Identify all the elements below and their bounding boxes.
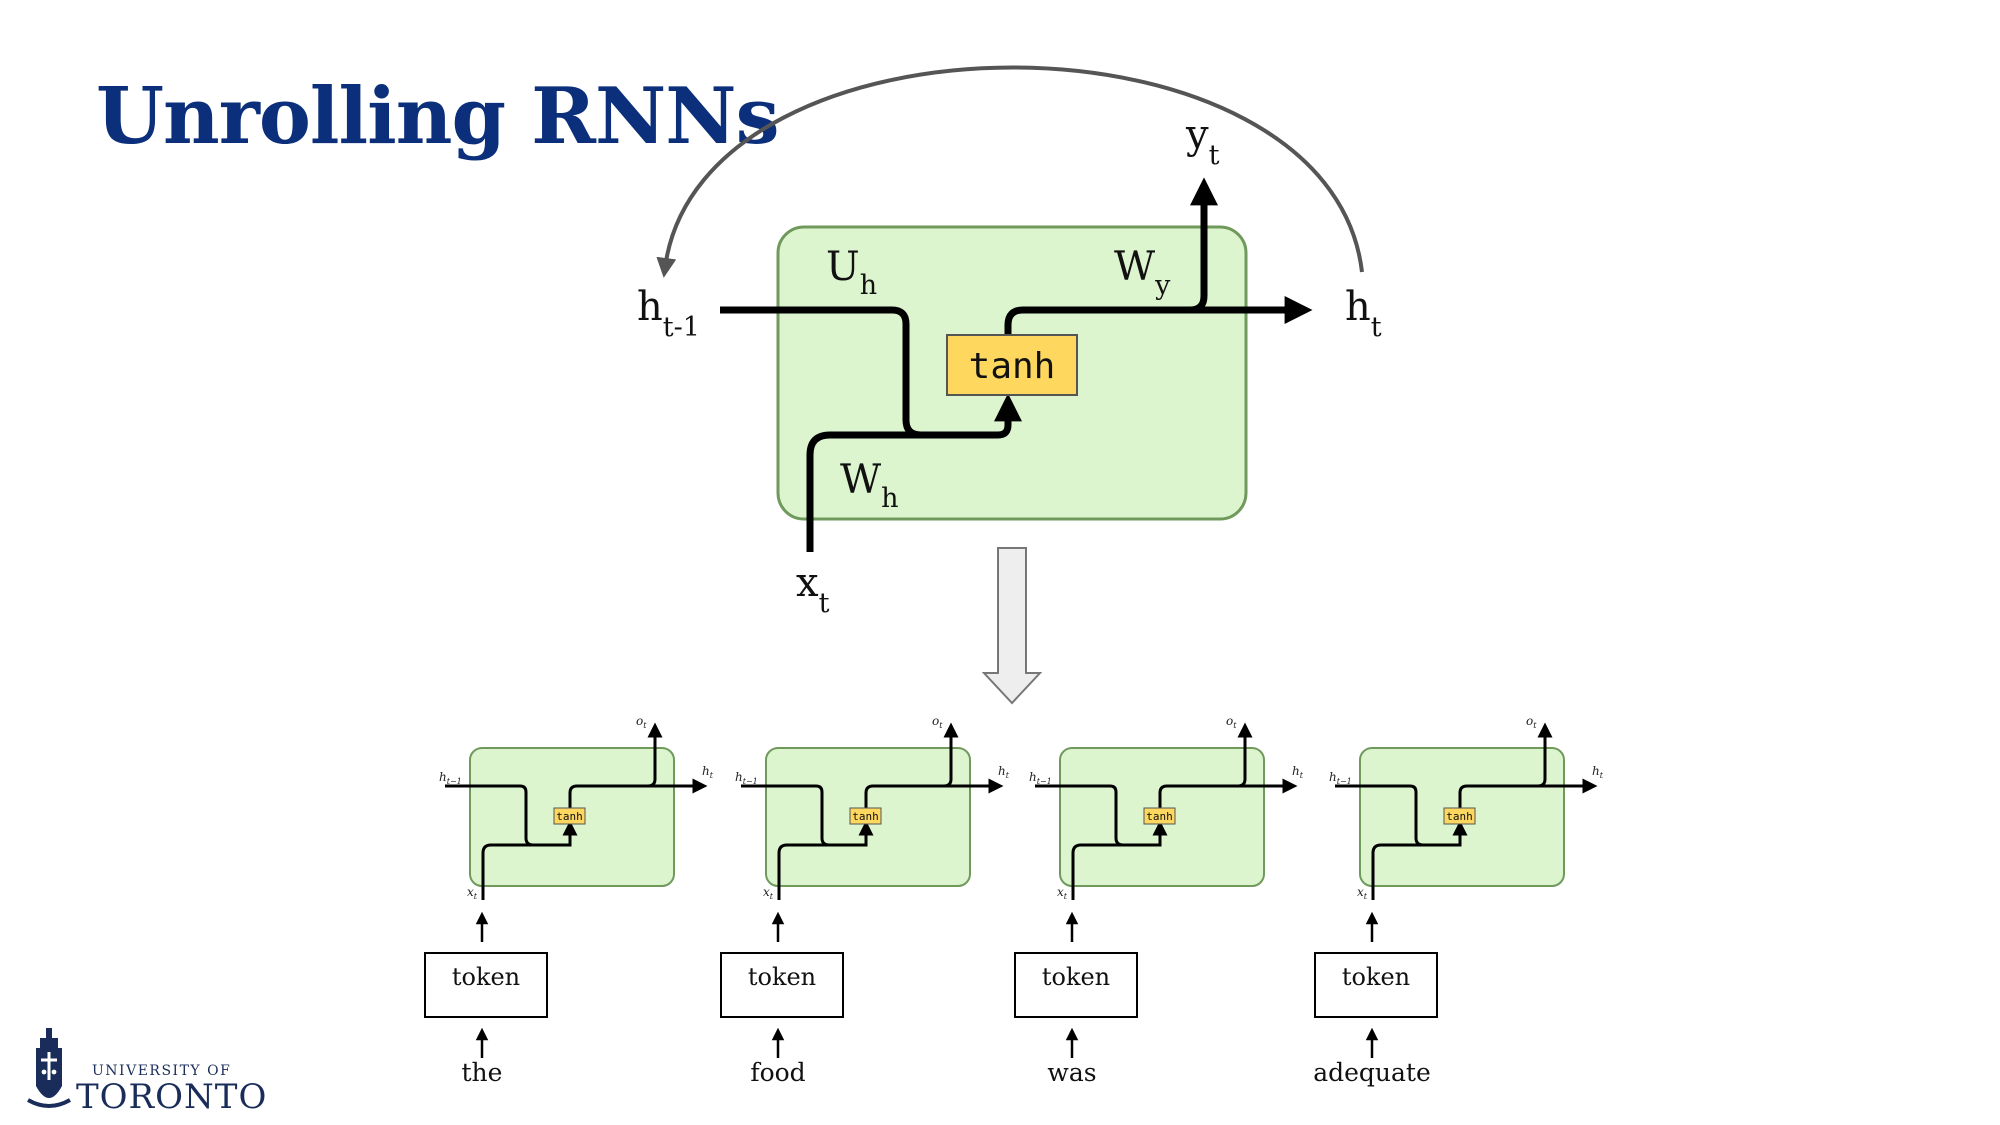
word-label: the — [462, 1058, 503, 1087]
token-label: token — [1342, 963, 1410, 991]
step-o-label: ot — [1226, 714, 1237, 730]
step-hidden-out-path — [1458, 778, 1598, 808]
step-h-next-label: ht — [1592, 764, 1604, 780]
step-h-next-label: ht — [998, 764, 1010, 780]
tanh-label: tanh — [969, 346, 1056, 387]
step-tanh-box — [1143, 807, 1176, 825]
step-output-path — [1237, 722, 1253, 788]
step-h-prev-label: ht−1 — [1029, 770, 1052, 786]
step-x-label: xt — [1357, 885, 1368, 901]
step-h-prev-label: ht−1 — [439, 770, 462, 786]
step-x-label: xt — [763, 885, 774, 901]
unrolled-step: tanh ht−1 ht ot xt token the — [424, 714, 714, 1087]
step-o-label: ot — [932, 714, 943, 730]
U-weight-label: Uh — [826, 244, 877, 301]
token-label: token — [748, 963, 816, 991]
token-box — [720, 952, 844, 1018]
slide-title: Unrolling RNNs — [96, 71, 779, 162]
step-tanh-box — [1443, 807, 1476, 825]
university-logo: UNIVERSITY OF TORONTO — [27, 1028, 267, 1117]
step-output-path — [647, 722, 663, 788]
tanh-box — [946, 334, 1078, 396]
step-o-label: ot — [1526, 714, 1537, 730]
unrolled-step: tanh ht−1 ht ot xt token food — [720, 714, 1010, 1087]
unrolled-step: tanh ht−1 ht ot xt token adequate — [1313, 714, 1604, 1087]
rnn-cell: tanh ht-1 ht yt xt Uh Wy Wh — [637, 65, 1382, 619]
step-h-next-label: ht — [1292, 764, 1304, 780]
step-x-label: xt — [467, 885, 478, 901]
step-input-path — [777, 843, 848, 900]
step-tanh-label: tanh — [1146, 810, 1173, 823]
y-output-path — [1189, 177, 1218, 314]
word-label: adequate — [1313, 1058, 1431, 1087]
recurrent-loop-arrow — [656, 65, 1364, 278]
unrolled-chain: tanh ht−1 ht ot xt token the tanh ht−1 ht ot xt toke… — [424, 714, 1604, 1087]
step-tanh-box — [553, 807, 586, 825]
h-next-label: ht — [1345, 284, 1382, 343]
word-label: was — [1047, 1058, 1096, 1087]
token-box — [1314, 952, 1438, 1018]
svg-text:TORONTO: TORONTO — [76, 1077, 267, 1117]
step-tanh-label: tanh — [556, 810, 583, 823]
step-tanh-box — [849, 807, 882, 825]
svg-text:UNIVERSITY OF: UNIVERSITY OF — [92, 1063, 231, 1079]
W-h-weight-label: Wh — [840, 457, 899, 514]
W-y-weight-label: Wy — [1114, 244, 1171, 301]
word-label: food — [750, 1058, 805, 1087]
unroll-arrow — [981, 547, 1043, 705]
y-label: yt — [1185, 112, 1220, 171]
step-h-next-label: ht — [702, 764, 714, 780]
step-x-label: xt — [1057, 885, 1068, 901]
hidden-input-path — [720, 306, 1022, 439]
step-h-prev-label: ht−1 — [735, 770, 758, 786]
step-hidden-out-path — [568, 778, 708, 808]
step-input-path — [1071, 843, 1142, 900]
token-label: token — [452, 963, 520, 991]
x-label: xt — [796, 560, 830, 619]
step-tanh-label: tanh — [852, 810, 879, 823]
step-tanh-label: tanh — [1446, 810, 1473, 823]
output-path — [1004, 296, 1313, 335]
step-o-label: ot — [636, 714, 647, 730]
crest-icon — [27, 1028, 71, 1108]
unrolled-step: tanh ht−1 ht ot xt token was — [1014, 714, 1304, 1087]
h-prev-label: ht-1 — [637, 284, 700, 343]
step-h-prev-label: ht−1 — [1329, 770, 1352, 786]
step-output-path — [943, 722, 959, 788]
token-box — [424, 952, 548, 1018]
step-input-path — [481, 843, 552, 900]
step-hidden-out-path — [1158, 778, 1298, 808]
step-input-path — [1371, 843, 1442, 900]
step-output-path — [1537, 722, 1553, 788]
token-box — [1014, 952, 1138, 1018]
step-hidden-out-path — [864, 778, 1004, 808]
input-path — [806, 431, 960, 552]
token-label: token — [1042, 963, 1110, 991]
